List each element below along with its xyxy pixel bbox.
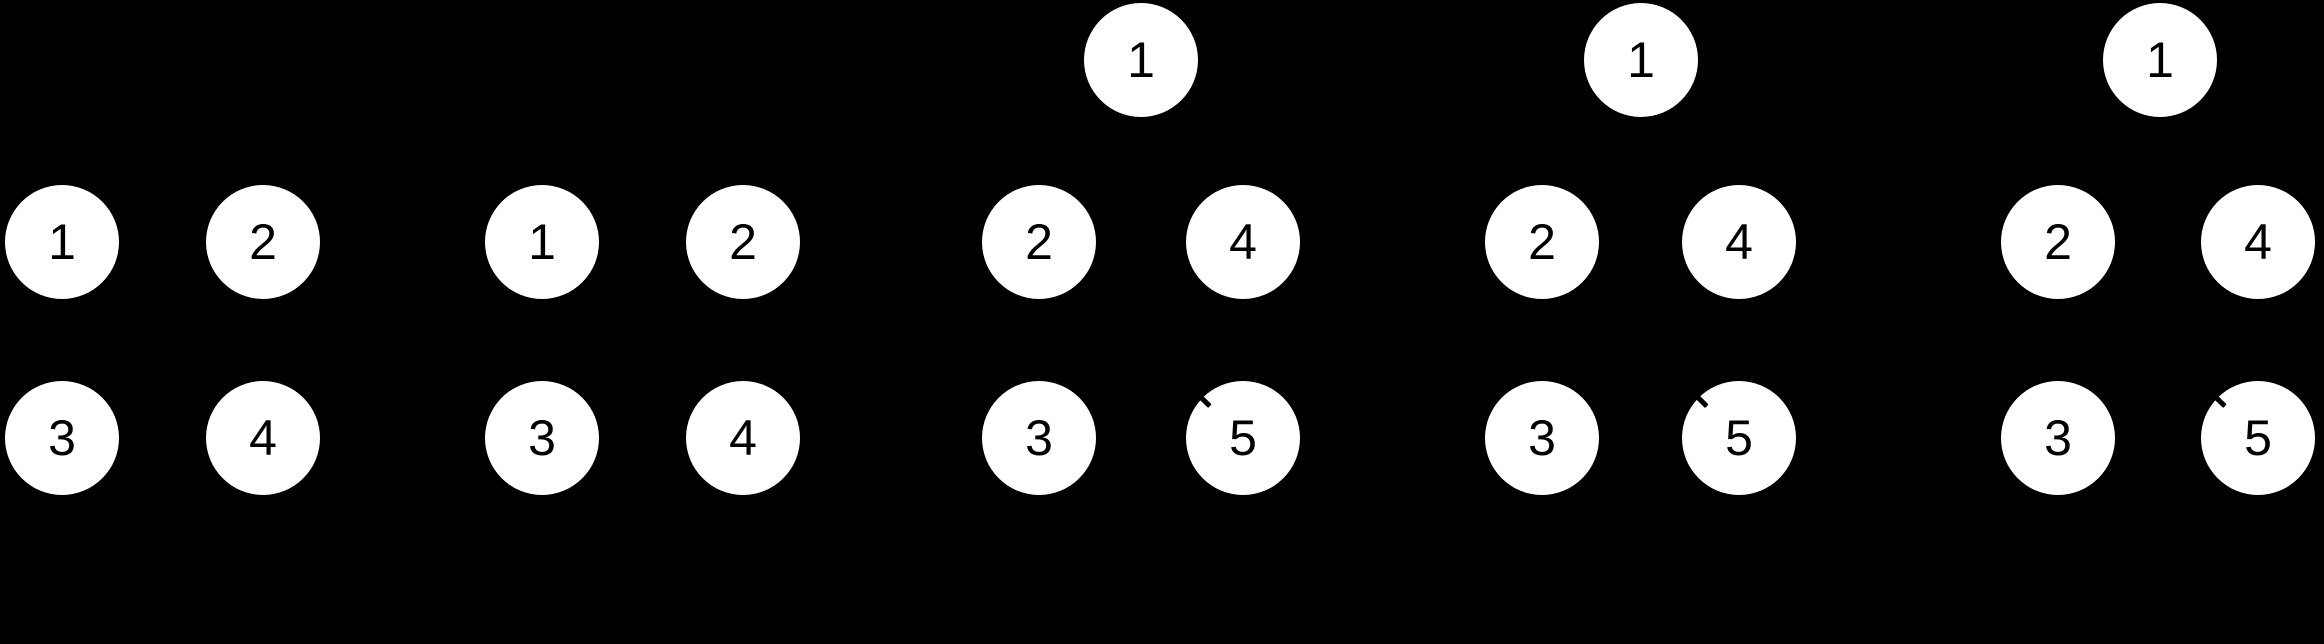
graph-2-node-3: 3 [485,381,599,495]
graph-3-node-1: 1 [1084,3,1198,117]
graph-2-node-2: 2 [686,185,800,299]
graph-5-node-4: 4 [2201,185,2315,299]
graph-4-node-2: 2 [1485,185,1599,299]
graph-1-node-4: 4 [206,381,320,495]
graph-4-node-1: 1 [1584,3,1698,117]
graph-2-node-4: 4 [686,381,800,495]
graph-1-node-3: 3 [5,381,119,495]
graph-5-node-1: 1 [2103,3,2217,117]
graph-3-node-2: 2 [982,185,1096,299]
graph-1-node-2: 2 [206,185,320,299]
graph-4-node-3: 3 [1485,381,1599,495]
graph-5-node-3: 3 [2001,381,2115,495]
graph-4-node-4: 4 [1682,185,1796,299]
graph-2-node-1: 1 [485,185,599,299]
graph-5-node-2: 2 [2001,185,2115,299]
graph-1-node-1: 1 [5,185,119,299]
graph-3-node-3: 3 [982,381,1096,495]
graph-3-node-4: 4 [1186,185,1300,299]
